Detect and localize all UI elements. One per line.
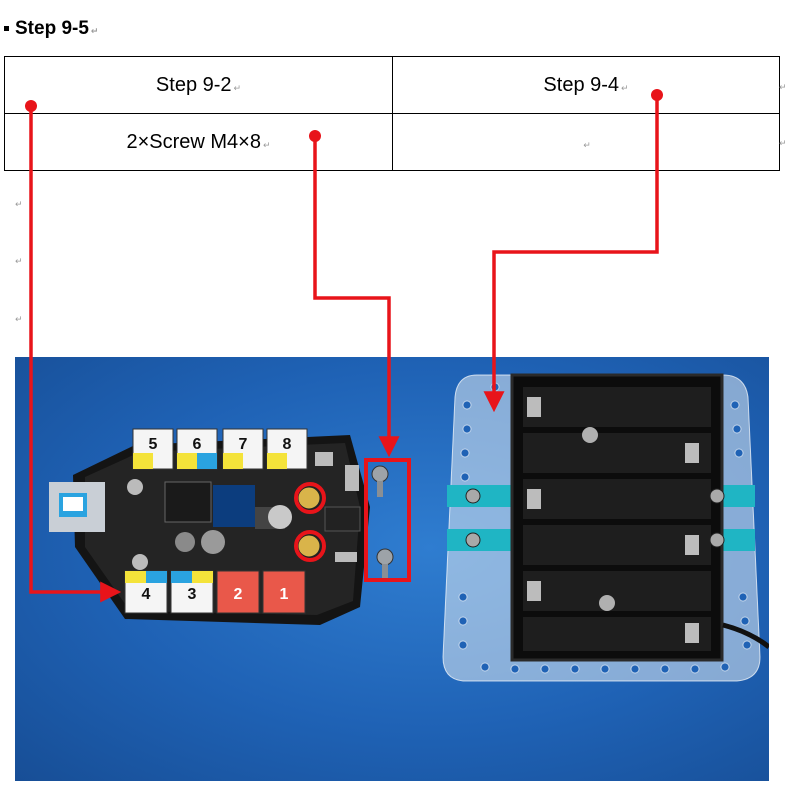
port-cube-7: 7 — [222, 428, 264, 470]
cube-label: 8 — [283, 436, 292, 453]
paragraph-mark-icon: ↵ — [15, 199, 23, 209]
paragraph-mark-icon: ↵ — [621, 82, 629, 93]
table-row: Step 9-2↵ Step 9-4↵ — [4, 56, 780, 114]
port-cube-1: 1 — [262, 570, 306, 614]
screw-icon — [371, 465, 389, 497]
assembly-photo: 5 6 7 8 — [15, 357, 769, 781]
step-heading: Step 9-5↵ — [4, 18, 98, 40]
table-cell-empty: ↵ — [392, 113, 780, 171]
cube-label: 7 — [239, 436, 248, 453]
bracket — [447, 529, 519, 551]
cube-label: 2 — [234, 586, 243, 603]
paragraph-mark-icon: ↵ — [233, 82, 242, 93]
port-cube-3: 3 — [170, 570, 214, 614]
table-cell-screws: 2×Screw M4×8↵ — [4, 113, 393, 171]
port-cube-2: 2 — [216, 570, 260, 614]
row-end-mark-icon: ↵ — [779, 138, 786, 148]
paragraph-mark-icon: ↵ — [262, 139, 271, 150]
bluetooth-module — [213, 485, 255, 527]
port-cube-5: 5 — [132, 428, 174, 470]
cell-text: Step 9-2 — [155, 73, 232, 96]
port-cubes-bottom: 4 3 2 1 — [124, 570, 306, 614]
cube-label: 5 — [149, 436, 158, 453]
cube-label: 4 — [142, 586, 151, 603]
screw-icon — [376, 548, 394, 580]
table-cell-step-9-4: Step 9-4↵ — [392, 56, 780, 114]
table-row: 2×Screw M4×8↵ ↵ — [4, 113, 780, 171]
cell-text: 2×Screw M4×8 — [126, 130, 261, 153]
paragraph-mark-icon: ↵ — [15, 256, 23, 266]
cube-label: 3 — [188, 586, 197, 603]
cube-label: 1 — [280, 586, 289, 603]
paragraph-mark-icon: ↵ — [583, 139, 591, 150]
paragraph-mark-icon: ↵ — [15, 314, 23, 324]
port-cube-8: 8 — [266, 428, 308, 470]
cell-text: Step 9-4 — [543, 73, 620, 96]
assembly-illustration: 5 6 7 8 — [49, 373, 769, 682]
parts-table: Step 9-2↵ Step 9-4↵ 2×Screw M4×8↵ ↵ — [4, 56, 780, 171]
capacitor — [268, 505, 292, 529]
port-cube-4: 4 — [124, 570, 168, 614]
chip — [164, 481, 212, 523]
port-cubes-top: 5 6 7 8 — [132, 428, 308, 470]
port-cube-6: 6 — [176, 428, 218, 470]
battery-holder — [510, 373, 724, 662]
plate-holes — [458, 382, 752, 674]
row-end-mark-icon: ↵ — [779, 82, 786, 92]
bracket — [447, 485, 519, 507]
paragraph-mark-icon: ↵ — [90, 26, 99, 36]
battery-wire — [722, 622, 769, 649]
step-heading-text: Step 9-5 — [15, 18, 89, 39]
table-cell-step-9-2: Step 9-2↵ — [4, 56, 393, 114]
bullet-icon — [4, 26, 9, 32]
cube-label: 6 — [193, 436, 202, 453]
